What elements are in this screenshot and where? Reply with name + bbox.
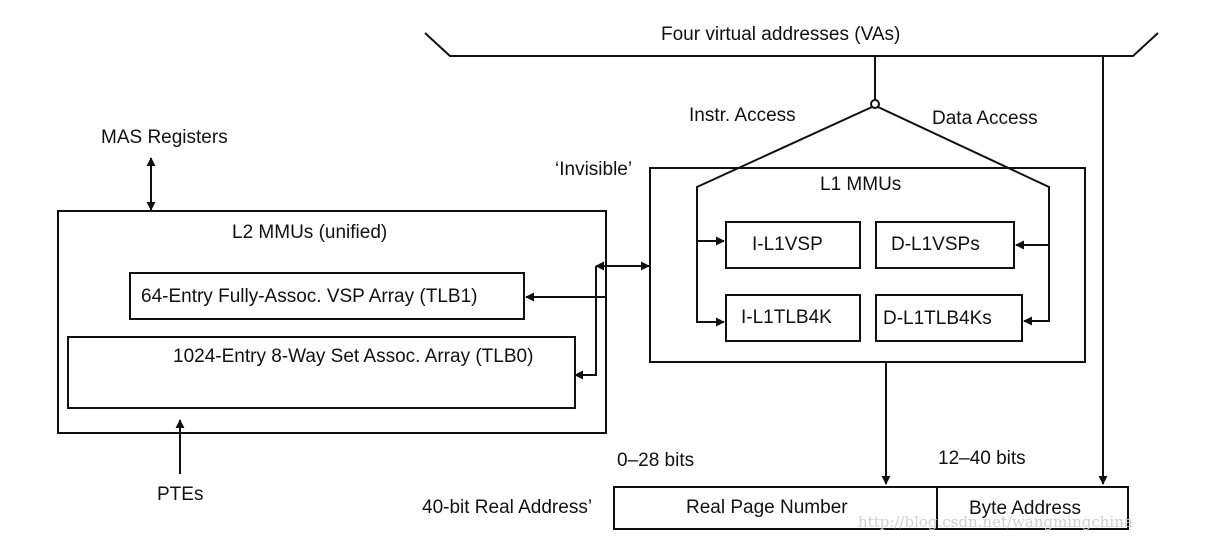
data-access-label: Data Access	[932, 108, 1038, 129]
bits-0-28-label: 0–28 bits	[617, 450, 695, 471]
va-bus-line	[424, 32, 1159, 57]
tlb1-box	[129, 272, 525, 320]
invisible-label: ‘Invisible’	[555, 159, 633, 180]
ptes-label: PTEs	[157, 484, 204, 505]
d-l1tlb4ks-label: D-L1TLB4Ks	[883, 308, 992, 329]
i-l1vsp-label: I-L1VSP	[752, 234, 823, 255]
i-l1tlb4k-label: I-L1TLB4K	[741, 307, 832, 328]
i-l1vsp-box	[725, 221, 861, 269]
link-to-tlb0-arrow	[574, 266, 597, 380]
tlb1-label: 64-Entry Fully-Assoc. VSP Array (TLB1)	[141, 286, 478, 307]
byte-address-label: Byte Address	[969, 498, 1081, 519]
real-address-label: 40-bit Real Address’	[422, 497, 593, 518]
real-page-number-label: Real Page Number	[686, 497, 848, 518]
data-to-d-l1tlb4ks-arrow	[1023, 245, 1050, 326]
d-l1vsps-box	[875, 221, 1015, 269]
tlb0-label: 1024-Entry 8-Way Set Assoc. Array (TLB0)	[173, 346, 534, 367]
l1-mmus-box	[649, 167, 1086, 363]
four-vas-label: Four virtual addresses (VAs)	[661, 24, 901, 45]
i-l1tlb4k-box	[725, 294, 861, 342]
instr-to-i-l1tlb4k-arrow	[696, 241, 725, 327]
l1-mmus-title: L1 MMUs	[820, 174, 902, 195]
d-l1tlb4ks-box	[875, 294, 1023, 342]
tlb0-box	[67, 336, 576, 409]
real-address-box	[613, 486, 1129, 530]
split-node	[870, 99, 880, 109]
link-to-tlb1-arrow	[525, 266, 607, 302]
instr-access-label: Instr. Access	[689, 105, 796, 126]
d-l1vsps-label: D-L1VSPs	[891, 234, 980, 255]
data-branch-line	[877, 106, 1050, 245]
watermark: http://blog.csdn.net/wangmingchina	[858, 513, 1133, 531]
bits-12-40-label: 12–40 bits	[938, 448, 1026, 469]
instr-branch-line	[696, 106, 873, 241]
l2-mmus-title: L2 MMUs (unified)	[232, 222, 388, 243]
mas-registers-label: MAS Registers	[101, 127, 228, 148]
l2-mmus-box	[57, 210, 607, 434]
